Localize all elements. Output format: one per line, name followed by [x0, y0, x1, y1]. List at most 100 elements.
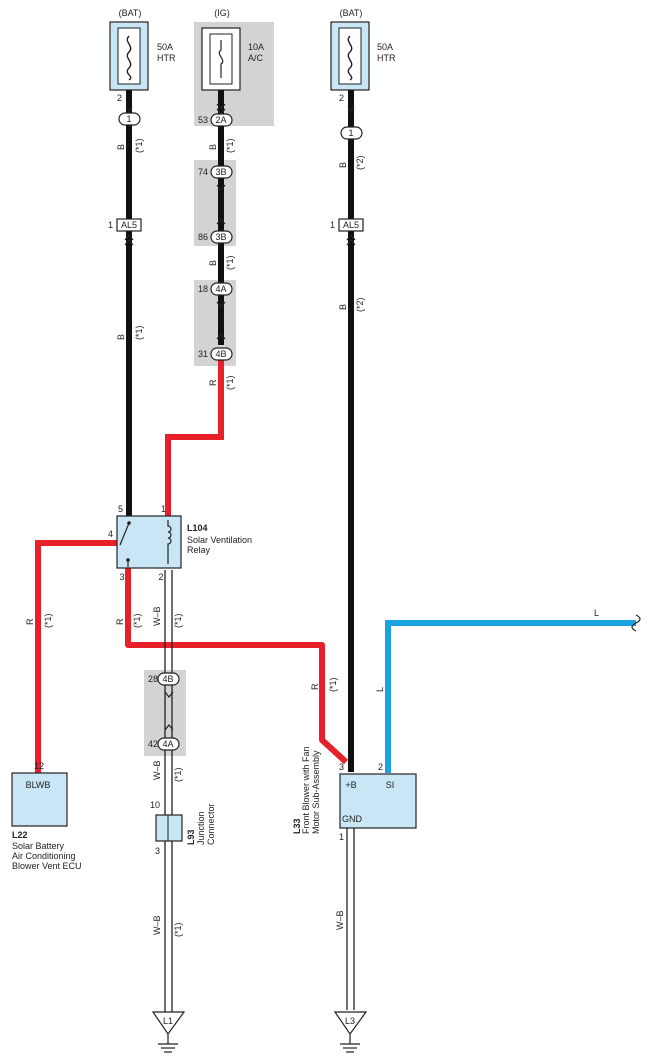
- connector-mid-4b-bot: 31 4B: [198, 333, 233, 361]
- fuse-middle-name: A/C: [248, 53, 264, 63]
- svg-text:L: L: [594, 608, 599, 618]
- connector-left-al5: 1 AL5: [108, 218, 142, 246]
- svg-text:(*1): (*1): [173, 922, 183, 937]
- relay-l104: 5 1 4 3 2 L104 Solar Ventilation Relay: [108, 504, 252, 582]
- wire-labels: B (*1) B (*1) B (*1) B (*1) R (*1) B (*2…: [25, 138, 599, 937]
- svg-text:Blower Vent ECU: Blower Vent ECU: [12, 861, 82, 871]
- svg-text:31: 31: [198, 349, 208, 359]
- svg-text:(*1): (*1): [328, 677, 338, 692]
- svg-text:W–B: W–B: [152, 606, 162, 626]
- connector-low-4a: 42 4A: [148, 724, 180, 751]
- svg-text:Motor Sub-Assembly: Motor Sub-Assembly: [311, 750, 321, 834]
- svg-text:28: 28: [148, 674, 158, 684]
- svg-text:1: 1: [339, 832, 344, 842]
- svg-text:(*1): (*1): [134, 325, 144, 340]
- wire-red-relay-blower: [125, 567, 349, 765]
- svg-text:L33: L33: [292, 818, 302, 834]
- svg-text:B: B: [208, 144, 218, 150]
- fuse-middle-icon: [218, 40, 224, 78]
- svg-text:(*2): (*2): [355, 155, 365, 170]
- fuse-left-rating: 50A: [157, 42, 173, 52]
- svg-text:L: L: [375, 687, 385, 692]
- svg-text:74: 74: [198, 167, 208, 177]
- svg-text:1: 1: [108, 220, 113, 230]
- svg-text:3B: 3B: [215, 232, 226, 242]
- wire-break-icon: [631, 614, 641, 632]
- svg-text:AL5: AL5: [343, 220, 359, 230]
- ground-l1: L1: [151, 1011, 186, 1053]
- relay-name-2: Relay: [187, 545, 211, 555]
- ecu-terminal: BLWB: [26, 780, 51, 790]
- svg-text:Connector: Connector: [206, 803, 216, 845]
- svg-text:W–B: W–B: [152, 760, 162, 780]
- svg-text:4B: 4B: [215, 349, 226, 359]
- connector-low-4b: 28 4B: [148, 672, 180, 698]
- svg-text:L93: L93: [186, 829, 196, 845]
- fuse-left-name: HTR: [157, 53, 176, 63]
- fuse-middle-rating: 10A: [248, 42, 264, 52]
- connector-mid-3b-top: 74 3B: [198, 165, 233, 191]
- svg-text:(*2): (*2): [355, 297, 365, 312]
- svg-text:Junction: Junction: [196, 811, 206, 845]
- svg-text:(*1): (*1): [134, 138, 144, 153]
- svg-text:(*1): (*1): [173, 613, 183, 628]
- fuse-left-supply: (BAT): [119, 8, 142, 18]
- svg-text:4B: 4B: [162, 674, 173, 684]
- svg-text:2: 2: [339, 93, 344, 103]
- wire-red-relay-ecu: [35, 540, 117, 773]
- svg-text:2: 2: [117, 93, 122, 103]
- svg-text:2: 2: [158, 572, 163, 582]
- svg-text:R: R: [115, 618, 125, 625]
- svg-text:(*1): (*1): [225, 138, 235, 153]
- svg-text:B: B: [208, 260, 218, 266]
- svg-text:B: B: [338, 304, 348, 310]
- svg-text:W–B: W–B: [335, 910, 345, 930]
- svg-text:B: B: [338, 162, 348, 168]
- ecu-code: L22: [12, 830, 28, 840]
- svg-text:(*1): (*1): [173, 767, 183, 782]
- svg-text:Air Conditioning: Air Conditioning: [12, 851, 76, 861]
- svg-text:3: 3: [339, 762, 344, 772]
- svg-text:4A: 4A: [215, 284, 226, 294]
- svg-text:R: R: [208, 379, 218, 386]
- svg-text:3: 3: [119, 572, 124, 582]
- fuse-right-rating: 50A: [377, 42, 393, 52]
- svg-text:1: 1: [161, 504, 166, 514]
- connector-right-top: 2 1: [339, 93, 363, 140]
- wire-blue-si: [385, 620, 636, 773]
- svg-text:18: 18: [198, 284, 208, 294]
- connector-mid-4a-top: 18 4A: [198, 282, 233, 308]
- fuse-right: (BAT) 50A HTR: [330, 8, 396, 91]
- connector-mid-2a: 53 2A: [198, 103, 233, 127]
- svg-text:(*1): (*1): [132, 613, 142, 628]
- svg-text:R: R: [25, 618, 35, 625]
- blower-si: SI: [386, 780, 395, 790]
- svg-text:86: 86: [198, 232, 208, 242]
- relay-code: L104: [187, 523, 208, 533]
- connector-left-top: 2 1: [117, 93, 141, 126]
- fuse-right-supply: (BAT): [340, 8, 363, 18]
- svg-text:4A: 4A: [162, 739, 173, 749]
- svg-text:AL5: AL5: [121, 220, 137, 230]
- junction-l93: 10 3 L93 Junction Connector: [150, 800, 216, 856]
- ground-l3: L3: [333, 1011, 368, 1053]
- blower-l33: 3 2 +B SI GND 1 L33 Front Blower with Fa…: [292, 746, 417, 842]
- svg-text:Solar Battery: Solar Battery: [12, 841, 65, 851]
- svg-text:12: 12: [34, 761, 44, 771]
- wire-wb-left: [164, 570, 173, 1015]
- relay-coil-icon: [167, 520, 172, 564]
- svg-text:53: 53: [198, 115, 208, 125]
- svg-text:2: 2: [378, 762, 383, 772]
- svg-text:4: 4: [108, 529, 113, 539]
- fuse-middle: (IG) 10A A/C: [201, 8, 264, 91]
- wire-red-ig-relay: [165, 358, 224, 516]
- svg-text:(*1): (*1): [225, 255, 235, 270]
- svg-text:L1: L1: [163, 1016, 173, 1026]
- svg-text:R: R: [310, 683, 320, 690]
- fuse-left: (BAT) 50A HTR: [109, 8, 176, 91]
- fuse-left-icon: [126, 35, 132, 81]
- svg-text:B: B: [116, 144, 126, 150]
- blower-gnd: GND: [342, 814, 363, 824]
- svg-text:42: 42: [148, 739, 158, 749]
